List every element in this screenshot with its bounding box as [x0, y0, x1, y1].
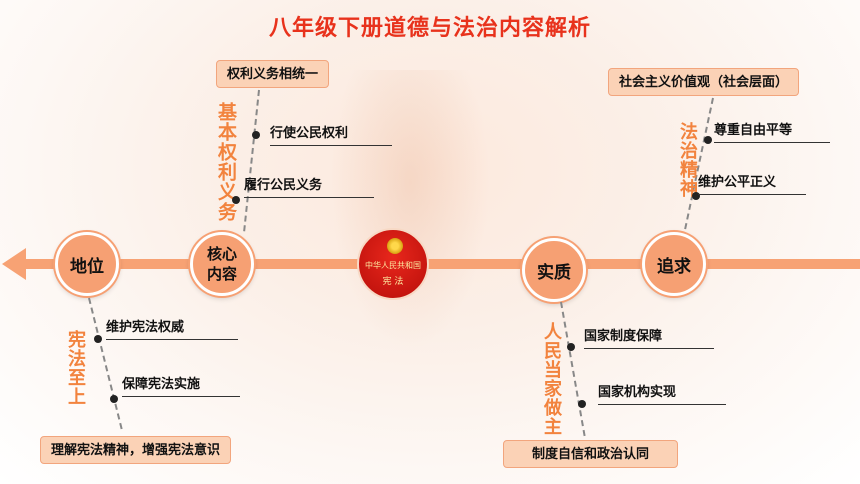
national-emblem-icon	[387, 238, 403, 254]
node-essence: 实质	[522, 238, 586, 302]
status-item-2: 保障宪法实施	[122, 373, 240, 397]
status-item-1: 维护宪法权威	[106, 316, 238, 340]
pursuit-item-2: 维护公平正义	[698, 171, 806, 195]
essence-item-dot-2	[578, 400, 586, 408]
core-pill: 权利义务相统一	[216, 60, 330, 88]
core-item-dot-1	[252, 131, 260, 139]
status-item-dot-1	[94, 335, 102, 343]
core-dashed-line	[243, 89, 260, 232]
timeline-bar	[24, 259, 860, 269]
timeline-arrow-icon	[2, 248, 26, 280]
pursuit-item-dot-2	[692, 192, 700, 200]
emblem-text-line2: 宪 法	[382, 277, 404, 287]
pursuit-pill: 社会主义价值观（社会层面）	[608, 68, 800, 96]
node-pursuit-label: 追求	[657, 256, 691, 277]
pursuit-item-1-label: 尊重自由平等	[714, 123, 793, 138]
essence-vertical-text: 人民当家做主	[541, 322, 562, 436]
core-item-1-label: 行使公民权利	[270, 126, 349, 141]
status-vertical-text: 宪法至上	[65, 330, 86, 406]
core-vertical-text: 基本权利义务	[215, 102, 237, 222]
pursuit-vertical-text: 法治精神	[677, 122, 698, 198]
emblem-text-line1: 中华人民共和国	[365, 261, 421, 270]
essence-pill: 制度自信和政治认同	[503, 440, 679, 468]
pursuit-item-2-label: 维护公平正义	[698, 175, 777, 190]
essence-item-2: 国家机构实现	[598, 381, 726, 405]
node-core: 核心 内容	[190, 232, 254, 296]
status-pill: 理解宪法精神，增强宪法意识	[40, 436, 232, 464]
node-essence-label: 实质	[537, 262, 571, 283]
essence-item-1: 国家制度保障	[584, 325, 714, 349]
essence-item-2-label: 国家机构实现	[598, 385, 677, 400]
node-pursuit: 追求	[642, 232, 706, 296]
core-item-2-label: 履行公民义务	[244, 178, 323, 193]
essence-item-dot-1	[567, 343, 575, 351]
page-title: 八年级下册道德与法治内容解析	[268, 16, 591, 41]
node-core-line1: 核心	[206, 245, 237, 263]
status-item-1-label: 维护宪法权威	[106, 320, 185, 335]
pursuit-item-dot-1	[704, 136, 712, 144]
background-figure	[330, 70, 490, 350]
node-status: 地位	[55, 232, 119, 296]
status-item-dot-2	[110, 395, 118, 403]
node-core-line2: 内容	[206, 265, 237, 283]
status-item-2-label: 保障宪法实施	[122, 377, 201, 392]
core-item-dot-2	[232, 196, 240, 204]
node-status-label: 地位	[70, 256, 104, 277]
core-item-1: 行使公民权利	[270, 122, 392, 146]
core-item-2: 履行公民义务	[244, 174, 374, 198]
pursuit-item-1: 尊重自由平等	[714, 119, 830, 143]
essence-item-1-label: 国家制度保障	[584, 329, 663, 344]
constitution-emblem: 中华人民共和国 宪 法	[357, 228, 429, 300]
